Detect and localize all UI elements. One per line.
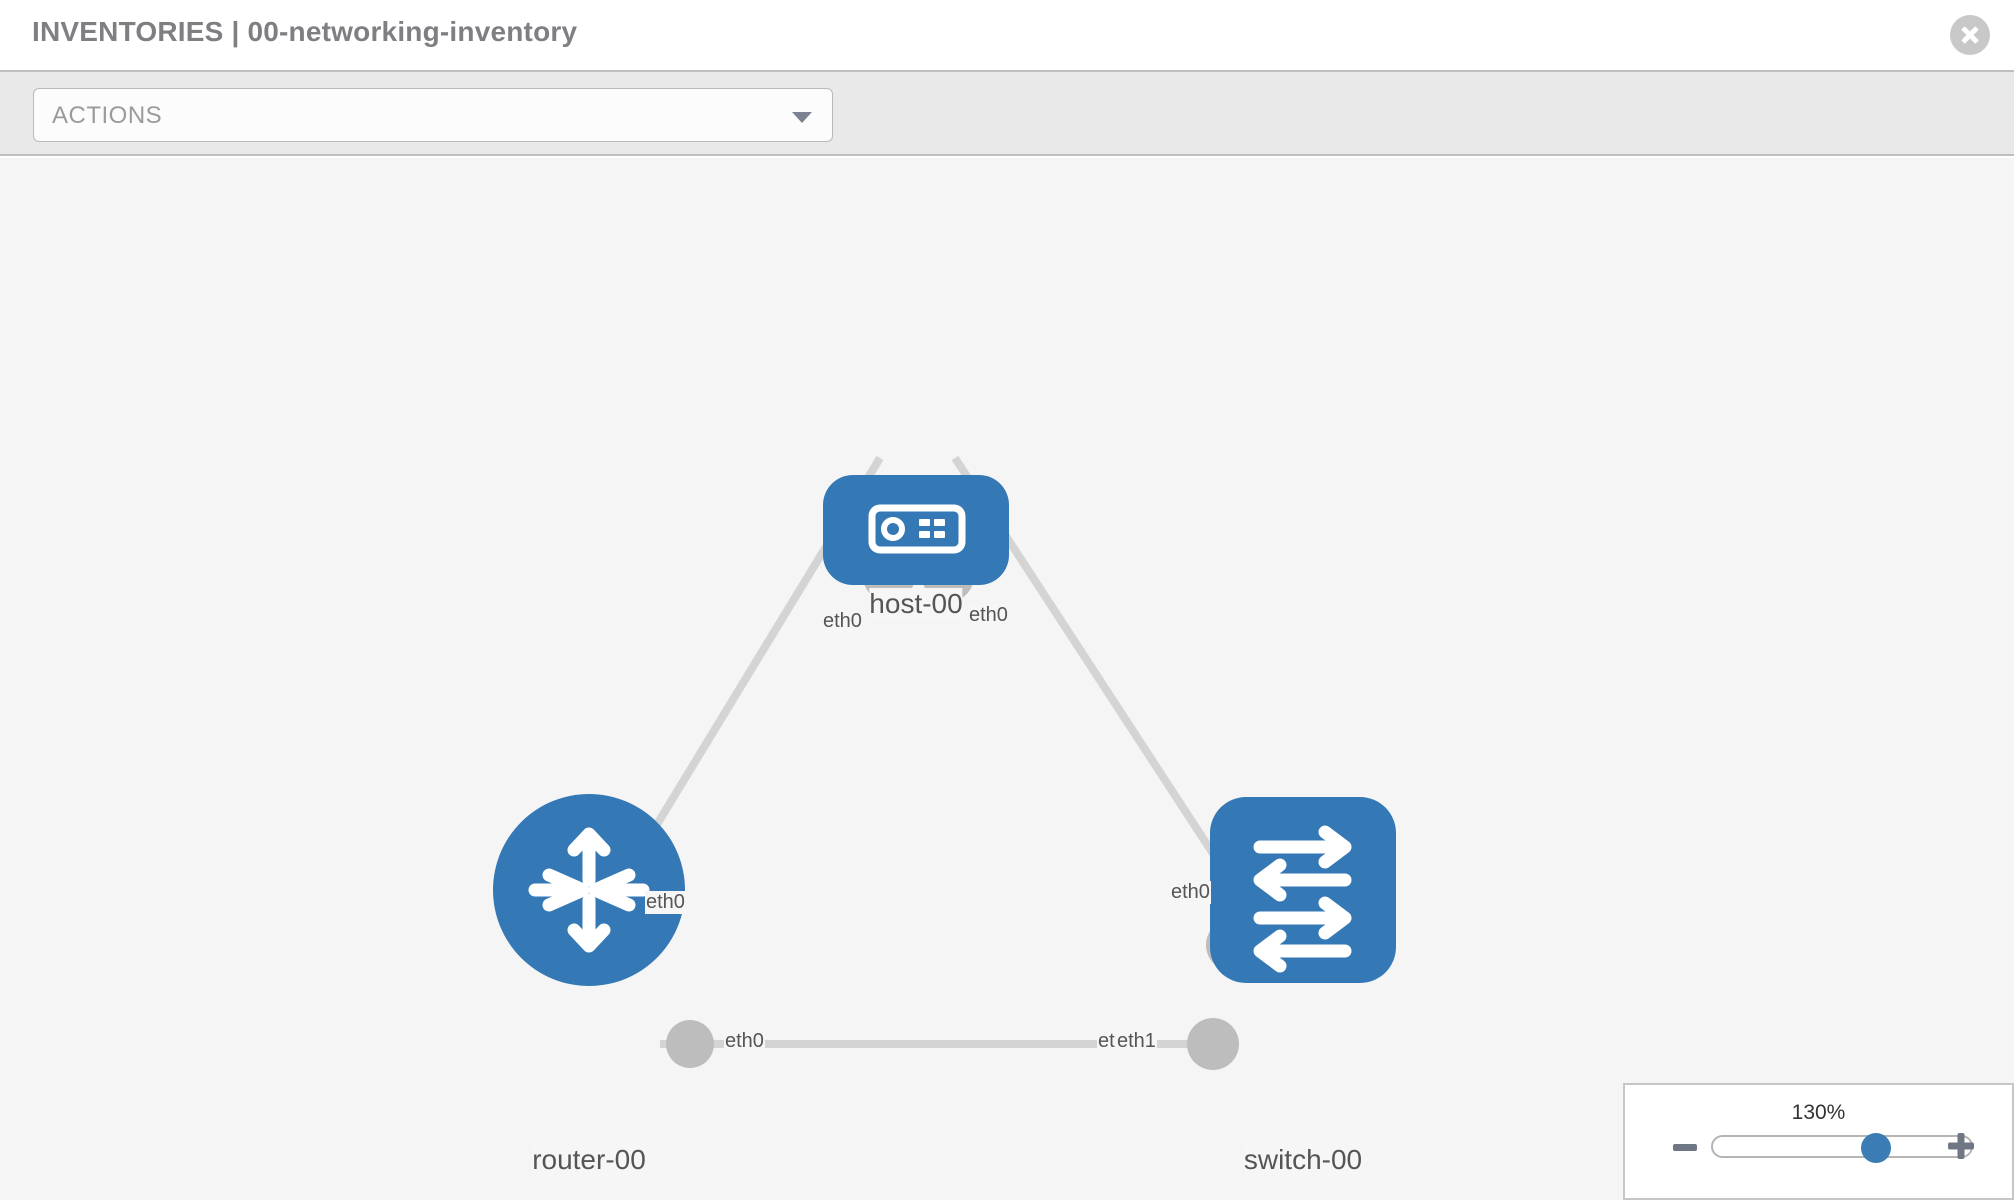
actions-dropdown-label: ACTIONS: [52, 102, 163, 129]
iface-label-host-right: eth0: [968, 604, 1009, 627]
iface-label-switch-up: eth0: [1170, 881, 1211, 904]
zoom-control-panel: 130%: [1623, 1083, 2014, 1200]
node-label-router-00: router-00: [532, 1144, 646, 1176]
node-switch-00[interactable]: [1210, 797, 1396, 983]
iface-label-switch-eth1: eth1: [1116, 1030, 1157, 1053]
node-label-switch-00: switch-00: [1243, 1144, 1363, 1176]
topology-graph: [493, 455, 1396, 1070]
iface-label-router-eth0: eth0: [724, 1030, 765, 1053]
close-icon[interactable]: [1950, 15, 1990, 55]
zoom-slider-track[interactable]: [1711, 1135, 1973, 1158]
iface-label-host-left: eth0: [822, 610, 863, 633]
zoom-level-value: 130%: [1791, 1101, 1846, 1124]
node-router-00[interactable]: [493, 794, 685, 986]
chevron-down-icon: [792, 112, 812, 123]
page-header: INVENTORIES | 00-networking-inventory: [0, 0, 2014, 70]
iface-label-router-up: eth0: [645, 891, 686, 914]
zoom-slider-thumb[interactable]: [1861, 1133, 1891, 1163]
topology-ports: [666, 550, 1258, 1070]
plus-icon[interactable]: [1948, 1133, 1974, 1159]
toolbar: ACTIONS SEARCH: [0, 70, 2014, 212]
node-label-host-00: host-00: [869, 588, 963, 620]
actions-dropdown[interactable]: ACTIONS: [33, 88, 833, 142]
topology-canvas[interactable]: host-00 router-00 switch-00 eth0 eth0 et…: [0, 158, 2014, 1200]
port-router-eth0: [666, 1020, 714, 1068]
node-host-00[interactable]: [823, 475, 1009, 585]
minus-icon[interactable]: [1673, 1144, 1697, 1151]
page-title: INVENTORIES | 00-networking-inventory: [32, 16, 578, 47]
port-switch-eth1: [1187, 1018, 1239, 1070]
